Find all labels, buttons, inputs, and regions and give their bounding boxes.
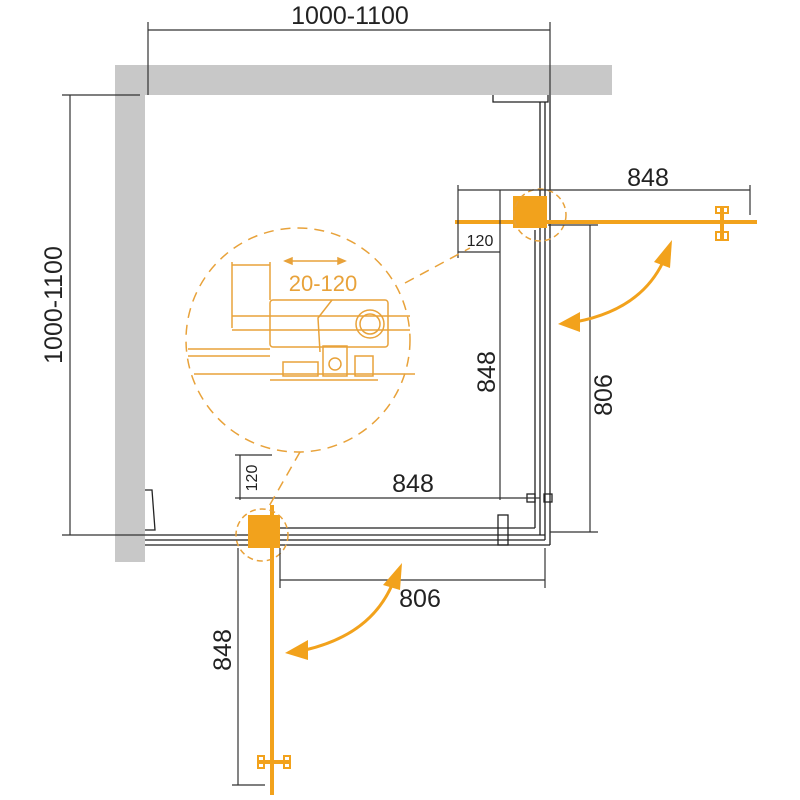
bottom-inner-label: 848 (392, 470, 434, 498)
left-door-width-label: 848 (209, 629, 237, 671)
right-side-inner-dimension (499, 224, 598, 533)
right-door-adjust-label: 120 (467, 233, 494, 250)
bottom-dimensions (232, 454, 546, 786)
right-side-inner-label: 848 (473, 351, 501, 393)
left-hinge-detail-marker (235, 508, 289, 562)
right-hinge-detail-marker (513, 188, 567, 242)
right-door-dimension (457, 185, 751, 258)
top-wall (115, 65, 612, 95)
enclosure-frame (145, 95, 553, 546)
bottom-adjust-label: 120 (244, 465, 261, 492)
left-depth-label: 1000-1100 (40, 246, 68, 364)
left-door (248, 505, 291, 795)
left-door-swing-arrow (285, 563, 402, 660)
right-opening-label: 806 (590, 374, 618, 416)
right-door (455, 196, 757, 241)
detail-adjust-range-label: 20-120 (289, 271, 358, 296)
right-door-width-label: 848 (627, 164, 669, 192)
hinge-detail-inset (185, 227, 471, 509)
left-wall (115, 65, 145, 562)
left-depth-dimension (62, 94, 145, 536)
bottom-opening-label: 806 (399, 585, 441, 613)
top-width-dimension (147, 22, 551, 95)
top-width-label: 1000-1100 (291, 2, 409, 30)
right-door-swing-arrow (558, 240, 672, 332)
